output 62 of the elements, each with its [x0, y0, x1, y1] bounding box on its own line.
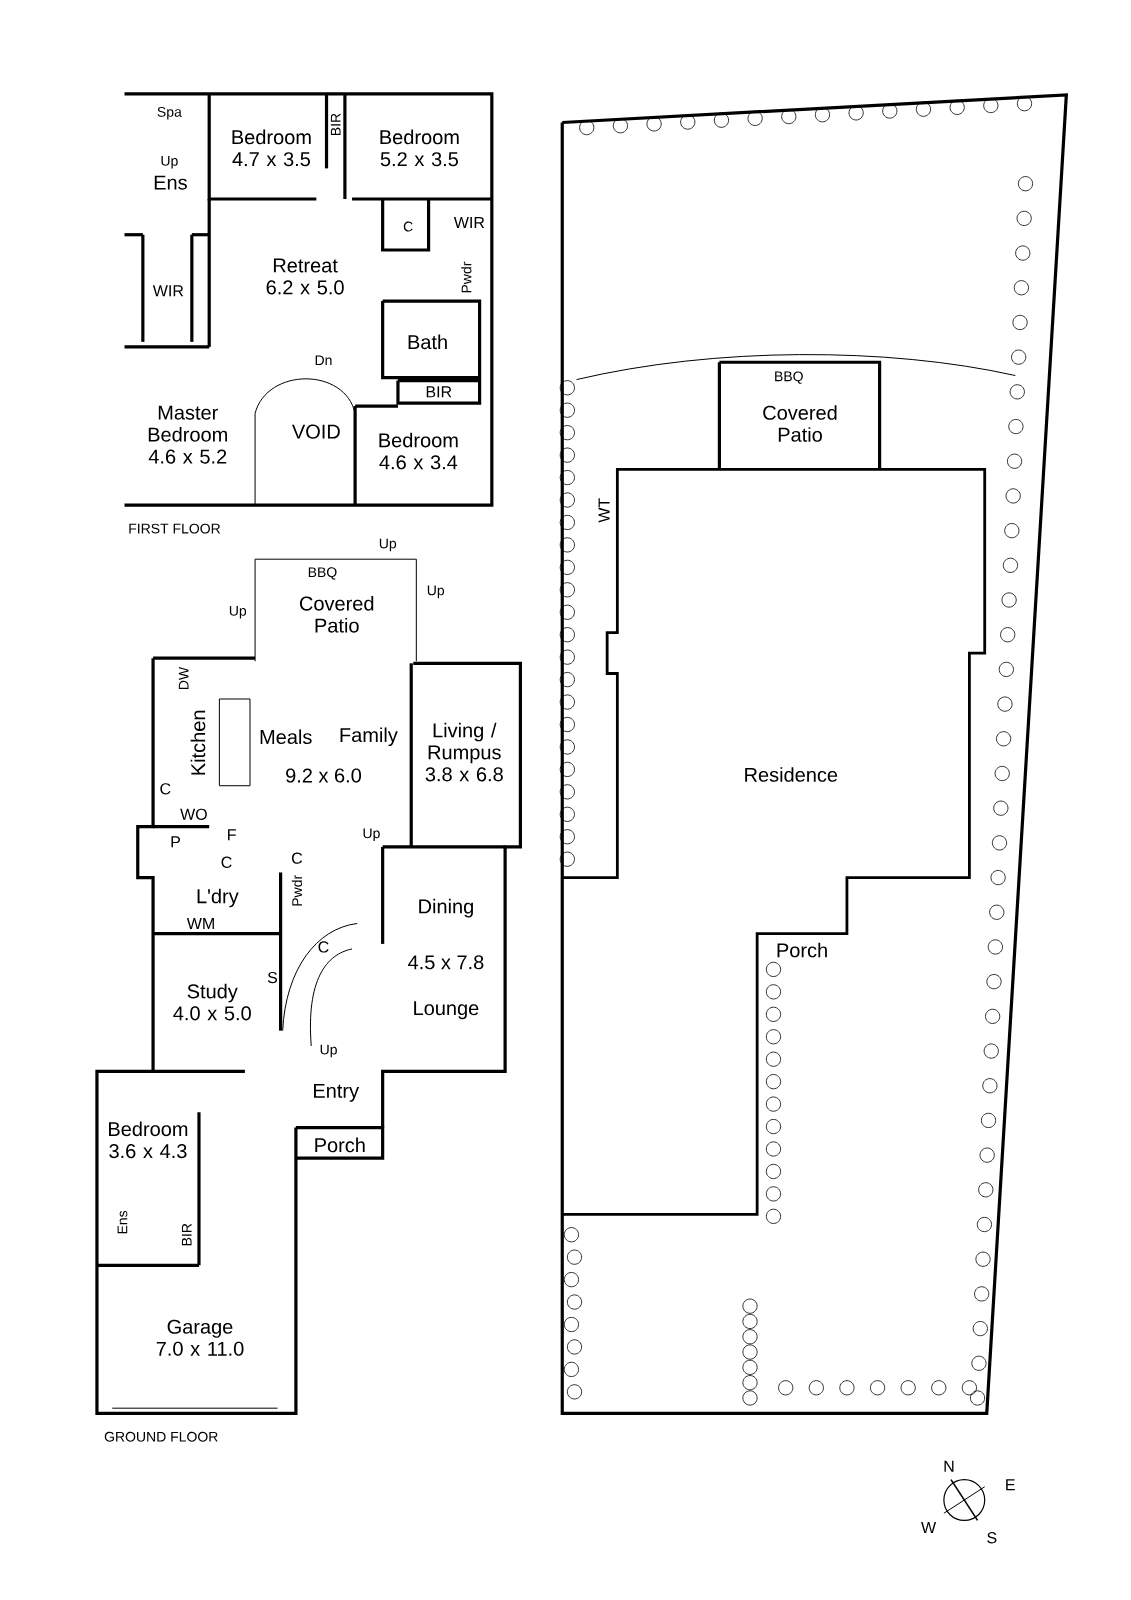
room-label: Ens: [155, 175, 188, 190]
compass-letter: S: [987, 1532, 997, 1544]
compass-letter: E: [1006, 1479, 1016, 1491]
room-label: 9.2 x 6.0: [286, 768, 362, 783]
fixture-label: Up: [161, 156, 178, 169]
fixture-label: BIR: [331, 113, 341, 135]
floor-caption: FIRST FLOOR: [129, 523, 221, 534]
fixture-label: Up: [230, 606, 247, 619]
fixture-label: WT: [598, 498, 610, 523]
fixture-label: C: [318, 941, 329, 953]
room-label: Porch: [315, 1137, 365, 1153]
room-label: Bedroom 5.2 x 3.5: [380, 129, 459, 167]
room-label: Bedroom 3.6 x 4.3: [109, 1121, 188, 1159]
floor-caption: GROUND FLOOR: [104, 1431, 218, 1442]
fixture-label: Up: [320, 1044, 338, 1058]
room-label: Kitchen: [190, 710, 206, 775]
room-label: Garage 7.0 x 11.0: [156, 1319, 244, 1356]
room-label: Covered Patio: [763, 405, 837, 442]
room-label: Retreat 6.2 x 5.0: [266, 258, 344, 295]
fixture-label: Up: [428, 585, 445, 599]
room-label: Bath: [408, 334, 447, 350]
fixture-label: C: [160, 783, 171, 795]
room-label: L'dry: [197, 888, 239, 908]
room-label: Meals: [260, 729, 312, 745]
room-label: Bedroom 4.6 x 3.4: [379, 432, 458, 470]
room-label: Study 4.0 x 5.0: [173, 983, 252, 1021]
fixture-label: Pwdr: [292, 875, 303, 906]
fixture-label: DW: [179, 667, 189, 690]
fixture-label: Up: [380, 538, 397, 552]
fixture-label: Ens: [117, 1210, 128, 1234]
room-label: Covered Patio: [300, 595, 374, 633]
room-label: Residence: [745, 767, 838, 782]
fixture-label: C: [221, 856, 232, 868]
compass-letter: N: [944, 1460, 954, 1472]
fixture-label: Up: [363, 828, 380, 841]
fixture-label: S: [268, 971, 278, 984]
room-label: WIR: [454, 216, 485, 228]
fixture-label: C: [404, 221, 413, 232]
room-label: Lounge: [414, 1001, 479, 1020]
fixture-label: WM: [187, 917, 215, 929]
room-label: Living / Rumpus 3.8 x 6.8: [425, 722, 504, 782]
room-label: VOID: [292, 424, 340, 439]
room-label: 4.5 x 7.8: [408, 955, 484, 970]
fixture-label: Spa: [157, 106, 182, 120]
fixture-label: BIR: [426, 386, 452, 398]
fixture-label: P: [171, 836, 181, 848]
room-label: Master Bedroom 4.6 x 5.2: [148, 405, 228, 464]
room-label: Dining: [419, 898, 474, 918]
fixture-label: WO: [180, 808, 208, 820]
room-label: Family: [340, 727, 398, 747]
fixture-label: Dn: [315, 355, 332, 365]
fixture-label: F: [228, 829, 237, 841]
fixture-label: C: [292, 852, 303, 864]
room-label: Porch: [777, 942, 828, 958]
room-label: Bedroom 4.7 x 3.5: [232, 129, 311, 167]
room-label: Entry: [314, 1083, 360, 1102]
fixture-label: Pwdr: [461, 261, 472, 293]
compass-letter: W: [921, 1522, 937, 1534]
fixture-label: BBQ: [309, 567, 337, 580]
fixture-label: BBQ: [775, 371, 804, 384]
fixture-label: BIR: [182, 1223, 192, 1246]
room-label: WIR: [153, 285, 184, 297]
